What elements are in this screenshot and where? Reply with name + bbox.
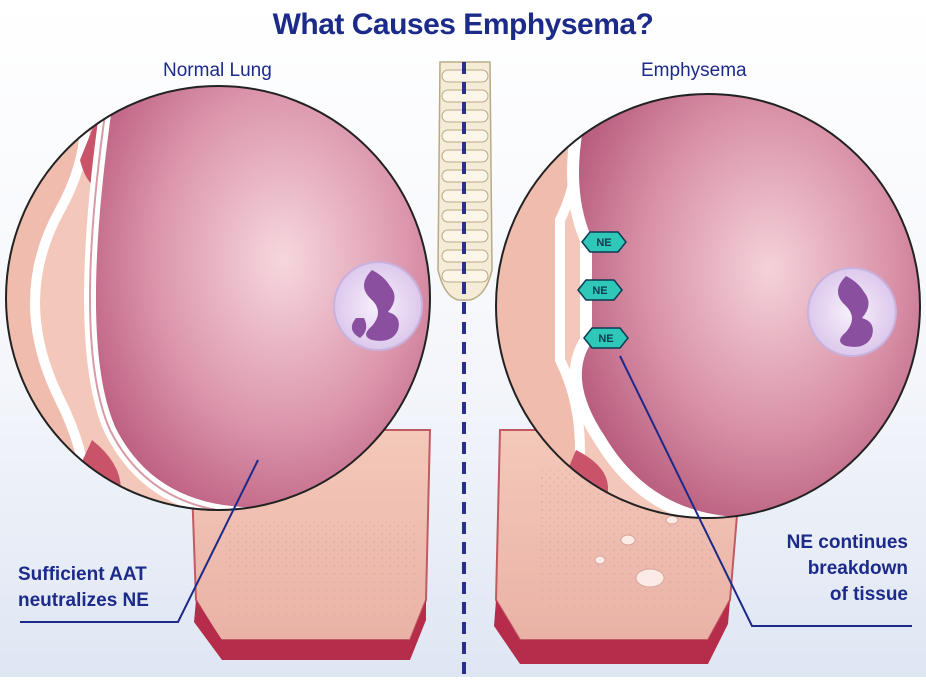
ne-label: NE <box>596 237 611 249</box>
right-callout-line-1: NE continues <box>700 530 908 556</box>
right-callout: NE continues breakdown of tissue <box>700 530 908 608</box>
right-callout-line-3: of tissue <box>700 582 908 608</box>
neutrophil-icon-right <box>808 268 896 356</box>
left-callout-line-2: neutralizes NE <box>18 588 149 614</box>
neutrophil-icon <box>334 262 422 350</box>
normal-lung-label: Normal Lung <box>163 60 272 82</box>
ne-label: NE <box>598 333 613 345</box>
ne-enzyme-icon: NE <box>578 280 622 300</box>
ne-label: NE <box>592 285 607 297</box>
right-callout-line-2: breakdown <box>700 556 908 582</box>
emphysema-label: Emphysema <box>641 60 747 82</box>
left-callout-line-1: Sufficient AAT <box>18 562 149 588</box>
ne-enzyme-icon: NE <box>582 232 626 252</box>
ne-enzyme-icon: NE <box>584 328 628 348</box>
left-callout: Sufficient AAT neutralizes NE <box>18 562 149 614</box>
page-title: What Causes Emphysema? <box>0 8 926 42</box>
